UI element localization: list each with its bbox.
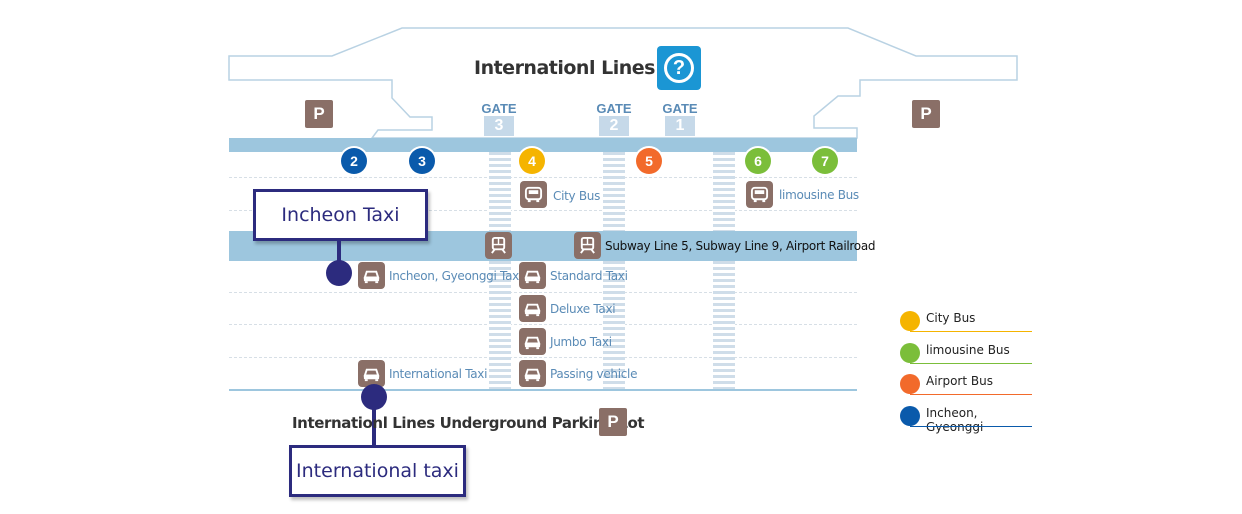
gate-number: 3	[484, 116, 514, 136]
legend-label: limousine Bus	[926, 343, 1010, 357]
passing-vehicle-label: Passing vehicle	[550, 367, 638, 381]
divider	[229, 177, 857, 178]
parking-icon: P	[305, 100, 333, 128]
legend-label: City Bus	[926, 311, 976, 325]
divider	[229, 292, 857, 293]
gate-number: 2	[599, 116, 629, 136]
gate-label: GATE	[662, 101, 698, 116]
divider	[229, 210, 857, 211]
divider	[229, 357, 857, 358]
taxi-icon	[519, 360, 546, 387]
divider	[229, 324, 857, 325]
legend-label: Incheon, Gyeonggi	[926, 406, 984, 434]
taxi-icon	[519, 295, 546, 322]
jumbo-taxi-label: Jumbo Taxi	[550, 335, 612, 349]
incheon-taxi-callout: Incheon Taxi	[253, 189, 428, 241]
taxi-icon	[519, 328, 546, 355]
crosswalk	[603, 261, 625, 389]
crosswalk	[713, 152, 735, 231]
stop-6[interactable]: 6	[745, 148, 771, 174]
legend-item: limousine Bus	[900, 343, 1032, 365]
international-taxi-label: International Taxi	[389, 367, 488, 381]
legend-item: City Bus	[900, 311, 1032, 333]
parking-icon: P	[599, 408, 627, 436]
stop-3[interactable]: 3	[409, 148, 435, 174]
legend-dot	[900, 311, 920, 331]
curb-edge	[229, 389, 857, 391]
crosswalk	[489, 261, 511, 389]
legend-dot	[900, 406, 920, 426]
page-title: Internationl Lines 1F	[474, 57, 687, 79]
curb-band	[229, 138, 857, 152]
stop-7[interactable]: 7	[812, 148, 838, 174]
gate-label: GATE	[481, 101, 517, 116]
incheon-taxi-pin[interactable]	[326, 260, 352, 286]
legend-item: Incheon, Gyeonggi	[900, 406, 1032, 434]
callout-pin-stem	[372, 406, 376, 448]
legend-dot	[900, 343, 920, 363]
gate-number: 1	[665, 116, 695, 136]
stop-5[interactable]: 5	[636, 148, 662, 174]
legend-dot	[900, 374, 920, 394]
bus-icon	[520, 181, 547, 208]
bus-icon	[746, 181, 773, 208]
international-taxi-callout: International taxi	[289, 445, 466, 497]
subway-label: Subway Line 5, Subway Line 9, Airport Ra…	[605, 239, 876, 253]
train-icon	[485, 232, 512, 259]
taxi-icon	[358, 262, 385, 289]
crosswalk	[489, 152, 511, 231]
callout-pin-stem	[337, 238, 341, 264]
legend-label: Airport Bus	[926, 374, 993, 388]
parking-icon: P	[912, 100, 940, 128]
gate-label: GATE	[596, 101, 632, 116]
crosswalk	[603, 152, 625, 231]
stop-4[interactable]: 4	[519, 148, 545, 174]
train-icon	[574, 232, 601, 259]
legend-item: Airport Bus	[900, 374, 1032, 396]
taxi-icon	[358, 360, 385, 387]
standard-taxi-label: Standard Taxi	[550, 269, 628, 283]
limousine-bus-label: limousine Bus	[779, 188, 859, 202]
question-circle-icon[interactable]: ?	[657, 46, 701, 90]
deluxe-taxi-label: Deluxe Taxi	[550, 302, 616, 316]
parking-lot-label: Internationl Lines Underground Parking L…	[292, 414, 645, 432]
city-bus-label: City Bus	[553, 189, 601, 203]
incheon-gyeonggi-taxi-label: Incheon, Gyeonggi Taxi	[389, 269, 522, 283]
stop-2[interactable]: 2	[341, 148, 367, 174]
crosswalk	[713, 261, 735, 389]
taxi-icon	[519, 262, 546, 289]
international-taxi-pin[interactable]	[361, 384, 387, 410]
